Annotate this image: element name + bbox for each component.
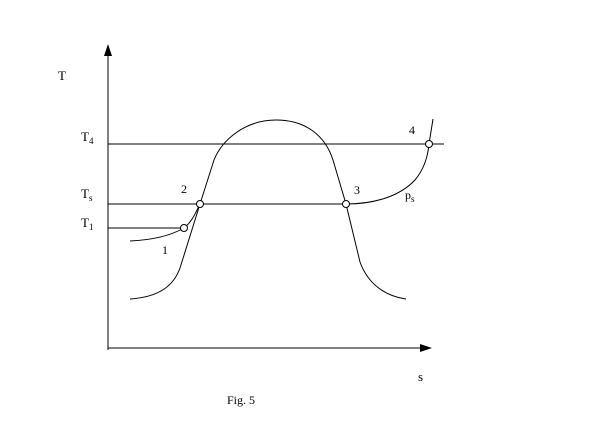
state-label-2: 2 xyxy=(181,182,187,196)
saturation-dome xyxy=(129,119,407,300)
state-label-3: 3 xyxy=(354,183,360,197)
figure-caption: Fig. 5 xyxy=(227,393,255,407)
x-axis-arrow xyxy=(420,344,432,352)
state-label-4: 4 xyxy=(409,123,415,137)
state-label-1: 1 xyxy=(162,243,168,257)
y-axis-arrow xyxy=(104,44,112,56)
level-label-ts: Ts xyxy=(81,186,93,203)
level-label-t4: T4 xyxy=(81,129,94,146)
isobar-ps-curve xyxy=(345,118,434,205)
x-axis-label: s xyxy=(418,369,423,384)
state-point-4 xyxy=(425,140,433,148)
state-point-3 xyxy=(342,200,350,208)
heating-curve-1-2 xyxy=(129,203,201,242)
level-label-t1: T1 xyxy=(81,215,93,232)
y-axis-label: T xyxy=(58,68,66,83)
state-point-1 xyxy=(180,224,188,232)
state-point-2 xyxy=(196,200,204,208)
isobar-label: ps xyxy=(405,188,415,204)
